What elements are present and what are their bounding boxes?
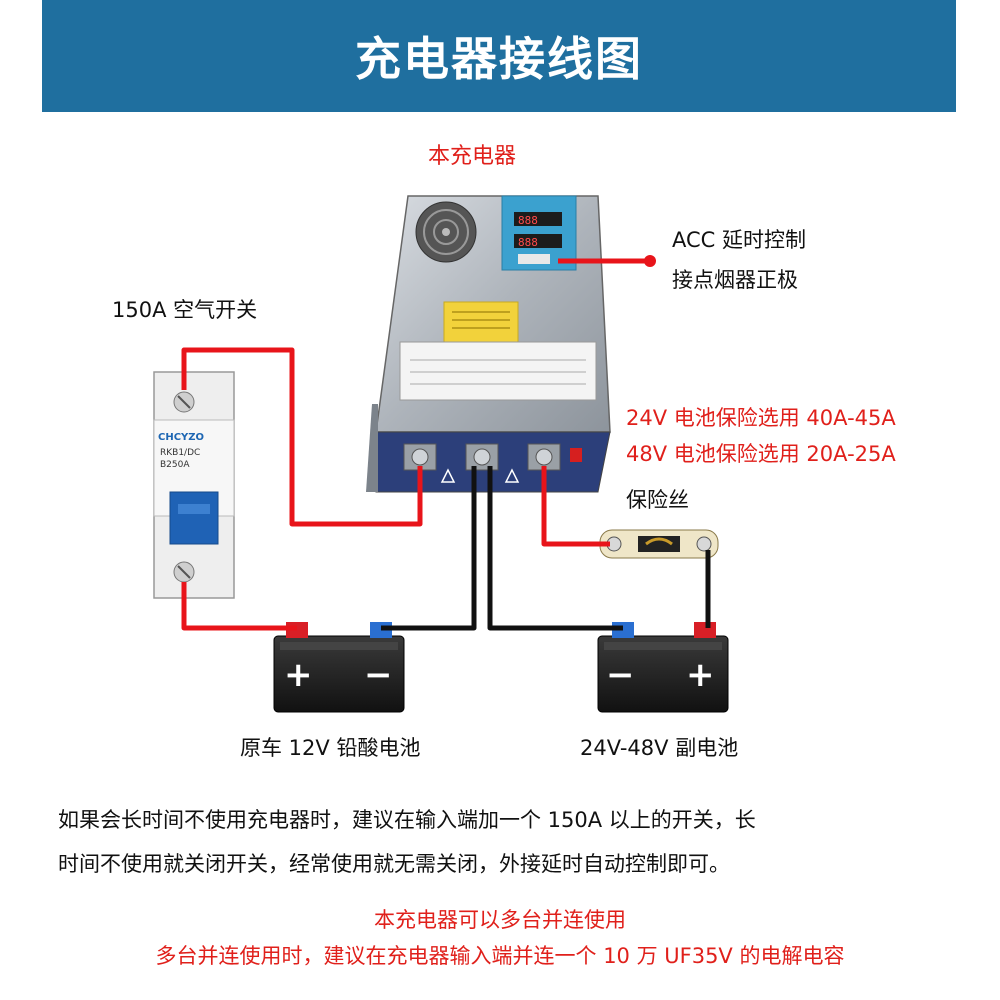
svg-text:888: 888 (518, 236, 538, 249)
warning-icon (440, 468, 456, 483)
battery-main-plus-sign: + (284, 655, 313, 695)
header-banner: 充电器接线图 (42, 0, 956, 112)
display-panel: 888 888 (501, 195, 577, 271)
battery-aux-plus-sign: + (686, 655, 715, 695)
note-line-1: 如果会长时间不使用充电器时，建议在输入端加一个 150A 以上的开关，长 (58, 808, 756, 832)
page-title: 充电器接线图 (355, 32, 643, 86)
breaker-label: 150A 空气开关 (112, 298, 258, 322)
battery-aux-label: 24V-48V 副电池 (580, 736, 739, 760)
charger-unit: 888 888 (366, 195, 611, 493)
acc-label-line2: 接点烟器正极 (672, 268, 798, 292)
svg-text:888: 888 (518, 214, 538, 227)
wire-breaker-to-battery (181, 582, 297, 631)
note-line-2: 时间不使用就关闭开关，经常使用就无需关闭，外接延时自动控制即可。 (58, 852, 730, 876)
acc-wire-end (644, 255, 656, 267)
battery-aux-minus-sign: − (606, 655, 635, 695)
battery-aux: − + (597, 622, 729, 713)
breaker-handle (169, 491, 219, 545)
fuse (599, 529, 719, 559)
breaker-brand: CHCYZO (158, 432, 204, 443)
breaker-model: RKB1/DC (160, 448, 200, 458)
charger-label: 本充电器 (428, 144, 517, 169)
breaker-rating: B250A (160, 460, 190, 470)
battery-main: + − (273, 622, 405, 713)
negative-wires (381, 466, 711, 631)
wire-negative-aux (487, 466, 623, 631)
charger-terminal-positive-in (403, 443, 437, 471)
battery-aux-positive-terminal (694, 622, 716, 638)
fan-icon (415, 201, 477, 263)
fuse-spec-24v: 24V 电池保险选用 40A-45A (626, 406, 896, 430)
warning-icon (504, 468, 520, 483)
wire-charger-to-fuse (541, 466, 610, 547)
circuit-breaker: CHCYZO RKB1/DC B250A (153, 371, 235, 599)
wire-breaker-to-charger (181, 347, 423, 527)
acc-label-line1: ACC 延时控制 (672, 228, 806, 252)
battery-main-label: 原车 12V 铅酸电池 (240, 736, 421, 760)
charger-terminal-negative (465, 443, 499, 471)
note-line-3: 本充电器可以多台并连使用 (374, 908, 626, 932)
fuse-label: 保险丝 (626, 488, 689, 512)
fuse-spec-48v: 48V 电池保险选用 20A-25A (626, 442, 896, 466)
battery-main-minus-sign: − (364, 655, 393, 695)
note-line-4: 多台并连使用时，建议在充电器输入端并连一个 10 万 UF35V 的电解电容 (155, 944, 845, 968)
positive-wires (181, 347, 610, 631)
wire-negative-main (381, 466, 477, 631)
